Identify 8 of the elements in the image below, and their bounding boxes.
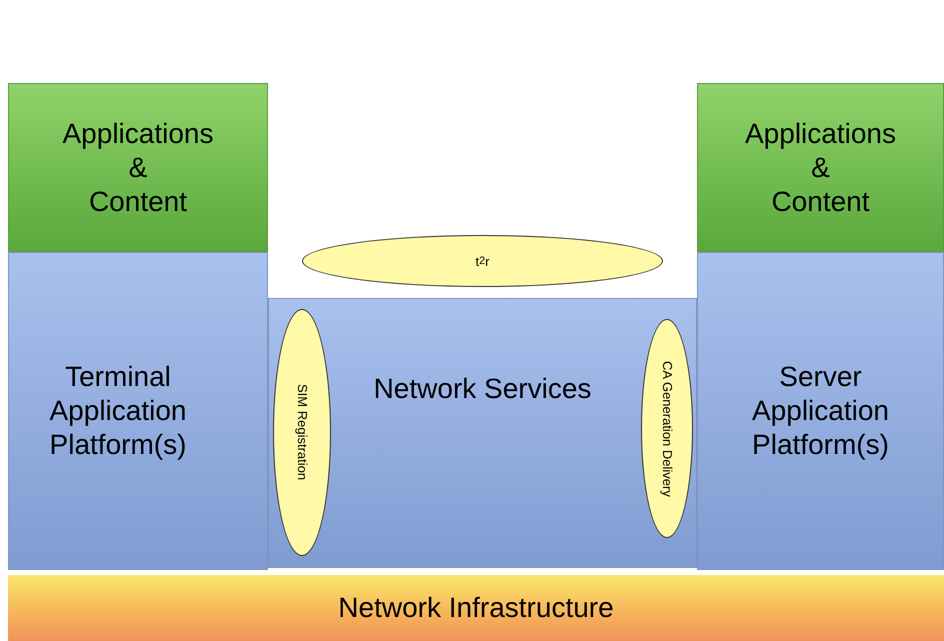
layer-box: Applications & Content [8, 83, 268, 252]
oval-shape: SIM Registration [273, 309, 331, 556]
layer-box: Network Services SIM Registration CA Generation Delivery [268, 298, 697, 568]
layer-box: Server Application Platform(s) [697, 252, 944, 570]
layer-box: Terminal Application Platform(s) [8, 252, 268, 570]
layer-box: Applications & Content [697, 83, 944, 252]
layer-bar: Network Infrastructure [8, 575, 944, 641]
oval-shape: CA Generation Delivery [641, 319, 693, 538]
